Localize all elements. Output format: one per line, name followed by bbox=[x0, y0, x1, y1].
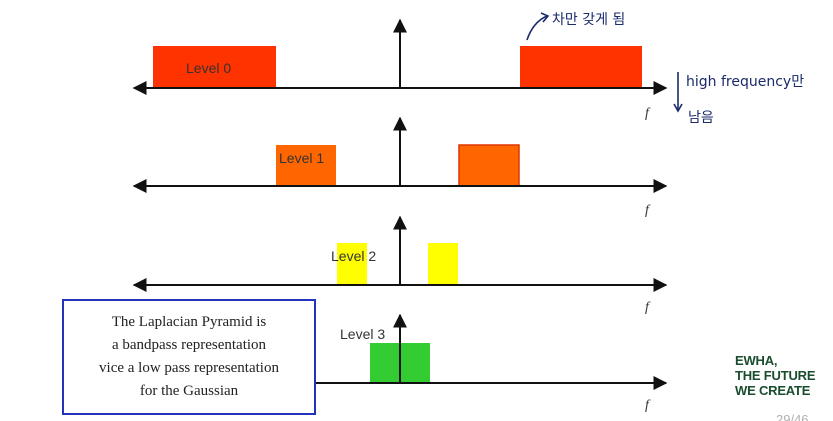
handwritten-note-top: 차만 갖게 됨 bbox=[552, 12, 625, 28]
level-1-f-label: f bbox=[645, 203, 651, 218]
laplacian-note-box: The Laplacian Pyramid is a bandpass repr… bbox=[62, 299, 316, 415]
handwritten-note-right-line1: high frequency만 bbox=[686, 74, 804, 90]
level-3-f-label: f bbox=[645, 398, 651, 413]
level-1-row: Level 1 f bbox=[132, 116, 668, 218]
handwritten-annotations: 차만 갖게 됨 high frequency만 남음 bbox=[526, 12, 804, 126]
brand-line-1: EWHA, bbox=[735, 353, 778, 368]
brand-line-2: THE FUTURE bbox=[735, 368, 816, 383]
handwritten-note-right-line2: 남음 bbox=[688, 110, 714, 126]
note-line-2: a bandpass representation bbox=[111, 337, 267, 353]
level-2-band-right bbox=[428, 243, 458, 285]
brand-line-3: WE CREATE bbox=[735, 383, 811, 398]
handwritten-arrow-top bbox=[526, 15, 548, 41]
level-0-label: Level 0 bbox=[186, 60, 231, 76]
level-2-f-label: f bbox=[645, 300, 651, 315]
note-line-3: vice a low pass representation bbox=[99, 360, 279, 376]
level-0-row: Level 0 f bbox=[132, 18, 668, 121]
level-1-label: Level 1 bbox=[279, 150, 324, 166]
level-2-row: Level 2 f bbox=[132, 215, 668, 315]
level-0-f-label: f bbox=[645, 106, 651, 121]
note-line-4: for the Gaussian bbox=[139, 383, 239, 399]
page-number: 29/46 bbox=[776, 412, 809, 421]
level-3-label: Level 3 bbox=[340, 326, 385, 342]
ewha-logo: EWHA, THE FUTURE WE CREATE bbox=[735, 353, 816, 398]
level-0-band-right bbox=[520, 46, 642, 88]
level-2-label: Level 2 bbox=[331, 248, 376, 264]
note-line-1: The Laplacian Pyramid is bbox=[111, 314, 267, 330]
level-1-band-right bbox=[458, 144, 520, 187]
